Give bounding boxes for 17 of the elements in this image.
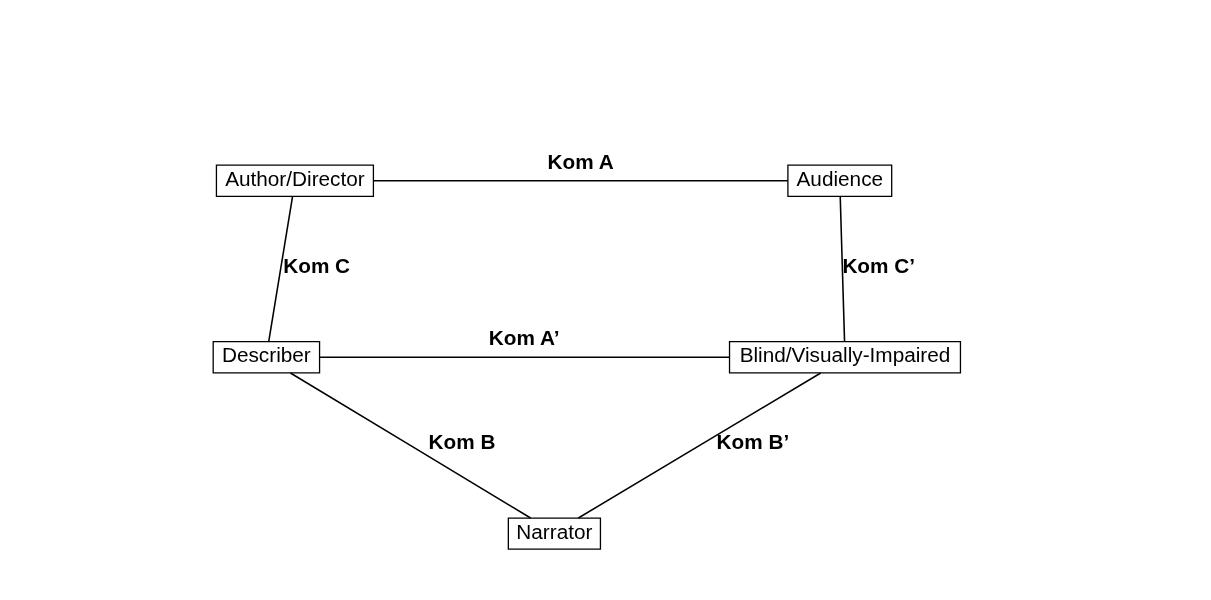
connector <box>319 356 730 358</box>
connector <box>372 180 789 182</box>
connector <box>289 372 532 519</box>
connector <box>267 196 294 343</box>
edge-label: Kom C <box>283 253 351 277</box>
edge-label: Kom C’ <box>842 253 916 277</box>
node-box: Author/Director <box>215 164 375 197</box>
edge-label: Kom B’ <box>716 430 790 454</box>
node-box: Audience <box>787 164 893 197</box>
edge-label: Kom A’ <box>488 326 560 350</box>
connector <box>577 372 822 519</box>
edge-label: Kom A <box>547 149 614 173</box>
node-box: Describer <box>212 341 321 374</box>
connector <box>839 196 846 343</box>
edge-label: Kom B <box>428 430 496 454</box>
node-box: Blind/Visually-Impaired <box>728 341 962 374</box>
node-box: Narrator <box>507 517 602 550</box>
